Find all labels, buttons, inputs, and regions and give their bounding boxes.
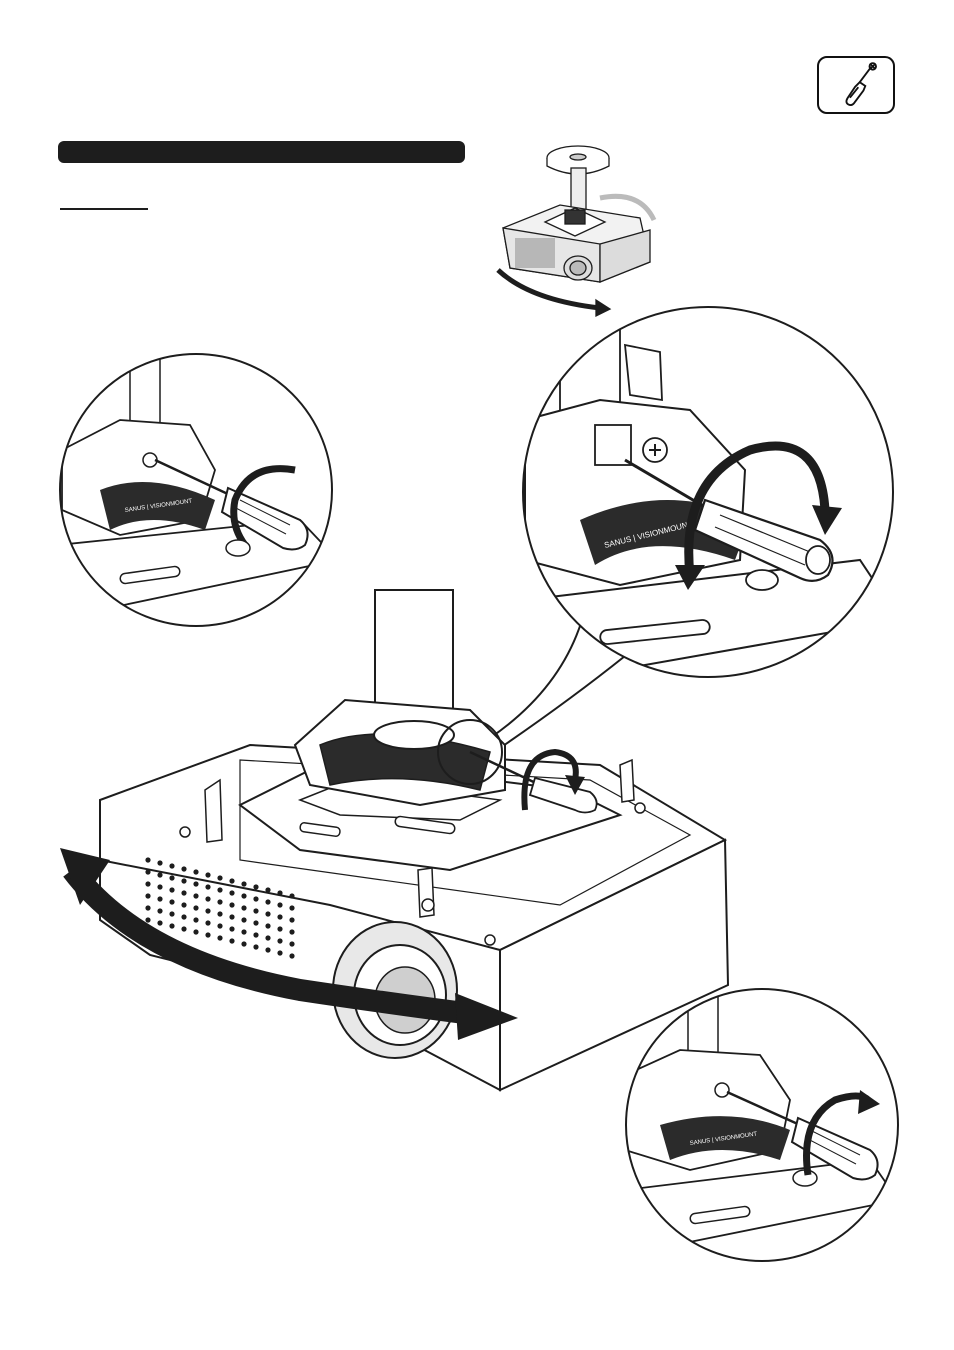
main-projector-figure [60, 590, 728, 1090]
detail-top-left-circle: SANUS | VISIONMOUNT [58, 352, 338, 632]
detail-bottom-right-circle: SANUS | VISIONMOUNT [625, 988, 900, 1263]
overview-projector-figure [498, 146, 654, 316]
detail-top-right-circle: SANUS | VISIONMOUNT [490, 305, 900, 748]
